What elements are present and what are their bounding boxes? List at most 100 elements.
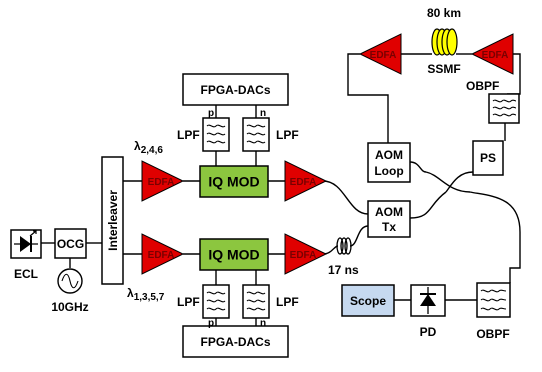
iq-mod-label: IQ MOD (208, 174, 259, 190)
scope-label: Scope (350, 294, 386, 308)
edfa-label: EDFA (370, 50, 397, 61)
scope-box (341, 284, 395, 317)
wire-aomloop-edfa-loop-left (347, 53, 389, 143)
lpf-top-p (202, 117, 230, 152)
aom-loop: AOM Loop (367, 142, 411, 183)
iq-mod-top: IQ MOD (199, 165, 269, 198)
lpf-label-bottom-left: LPF (177, 295, 200, 309)
edfa-label: EDFA (148, 250, 175, 261)
interleaver-label: Interleaver (106, 190, 120, 251)
rf-source-label: 10GHz (51, 300, 88, 314)
wire-coupler-cross-b (445, 171, 474, 193)
edfa-amplifier-icon (284, 160, 328, 202)
obpf-loop: OBPF (466, 79, 520, 124)
lpf-label-top-right: LPF (276, 128, 299, 142)
ps-block: PS (472, 140, 504, 176)
wire-delay-aomtx (349, 225, 369, 247)
aom-loop-label-1: AOM (375, 148, 403, 162)
edfa-label: EDFA (290, 177, 317, 188)
sine-wave-icon (61, 273, 79, 289)
aom-tx-box (367, 200, 411, 238)
ecl-label: ECL (14, 267, 38, 281)
interleaver-box (101, 156, 124, 285)
lambda-even-label: λ2,4,6 (134, 139, 163, 156)
iq-mod-box (199, 238, 269, 271)
edfa-label: EDFA (290, 250, 317, 261)
aom-tx-label-1: AOM (375, 205, 403, 219)
lpf-label-bottom-right: LPF (276, 295, 299, 309)
ssmf-spool: 80 km SSMF (427, 6, 461, 76)
aom-loop-box (367, 142, 411, 183)
obpf-label-out: OBPF (476, 327, 509, 341)
edfa-label: EDFA (148, 177, 175, 188)
fpga-dacs-label: FPGA-DACs (200, 335, 270, 349)
fpga-dacs-box (182, 73, 289, 106)
aom-tx: AOM Tx (367, 200, 411, 238)
filter-icon (246, 124, 266, 144)
lpf-bottom-n (242, 284, 270, 319)
ps-label: PS (480, 151, 496, 165)
wire-aomloop-coupler (409, 161, 427, 173)
edfa-amplifier-icon (358, 33, 402, 75)
filter-icon (206, 124, 226, 144)
interleaver-block: Interleaver (101, 156, 124, 285)
fpga-dacs-bottom: FPGA-DACs (182, 325, 289, 358)
lpf-top-n (242, 117, 270, 152)
wire-edfa-bottom-delay (322, 245, 339, 255)
delay-label: 17 ns (328, 263, 359, 277)
edfa-in-bottom: EDFA (141, 233, 185, 275)
wire-edfa-top-aomtx (322, 180, 369, 215)
pd-block: PD (410, 284, 446, 339)
edfa-in-top: EDFA (141, 160, 185, 202)
filter-icon (492, 99, 517, 117)
wire-aomtx-coupler (409, 191, 447, 219)
edfa-amplifier-icon (141, 160, 185, 202)
aom-loop-label-2: Loop (374, 164, 403, 178)
photodiode-icon (420, 287, 436, 314)
ecl-laser: ECL (10, 229, 42, 281)
obpf-out: OBPF (476, 282, 511, 341)
delay-line: 17 ns (328, 237, 359, 277)
ssmf-label: SSMF (427, 62, 460, 76)
iq-mod-label: IQ MOD (208, 247, 259, 263)
aom-tx-label-2: Tx (382, 220, 396, 234)
edfa-amplifier-icon (141, 233, 185, 275)
fiber-length-label: 80 km (427, 6, 461, 20)
fpga-dacs-top: FPGA-DACs (182, 73, 289, 106)
edfa-out-top: EDFA (284, 160, 328, 202)
fiber-spool-icon (431, 28, 458, 56)
lambda-odd-label: λ1,3,5,7 (127, 286, 165, 303)
wire-coupler-cross-a (425, 171, 471, 193)
lpf-label-top-left: LPF (177, 128, 200, 142)
p-label-top: p (208, 108, 214, 119)
pd-label: PD (420, 325, 437, 339)
fpga-dacs-label: FPGA-DACs (200, 83, 270, 97)
wire-coupler-obpf-out (469, 191, 521, 283)
fiber-coil-icon (336, 237, 352, 255)
n-label-top: n (260, 108, 266, 119)
edfa-loop-right: EDFA (470, 33, 514, 75)
iq-mod-bottom: IQ MOD (199, 238, 269, 271)
ps-box (472, 140, 504, 176)
p-label-bottom: p (208, 318, 214, 329)
filter-icon (480, 289, 507, 311)
fpga-dacs-box (182, 325, 289, 358)
obpf-box (488, 93, 520, 124)
ocg-box (54, 228, 87, 259)
edfa-amplifier-icon (284, 233, 328, 275)
filter-icon (206, 291, 226, 311)
edfa-out-bottom: EDFA (284, 233, 328, 275)
ocg-label: OCG (57, 237, 84, 251)
edfa-loop-left: EDFA (358, 33, 402, 75)
edfa-amplifier-icon (470, 33, 514, 75)
ocg-block: OCG (54, 228, 87, 259)
filter-icon (246, 291, 266, 311)
edfa-label: EDFA (482, 50, 509, 61)
rf-source: 10GHz (51, 268, 89, 314)
scope-block: Scope (341, 284, 395, 317)
n-label-bottom: n (260, 318, 266, 329)
iq-mod-box (199, 165, 269, 198)
lpf-bottom-p (202, 284, 230, 319)
laser-diode-icon (14, 230, 38, 252)
